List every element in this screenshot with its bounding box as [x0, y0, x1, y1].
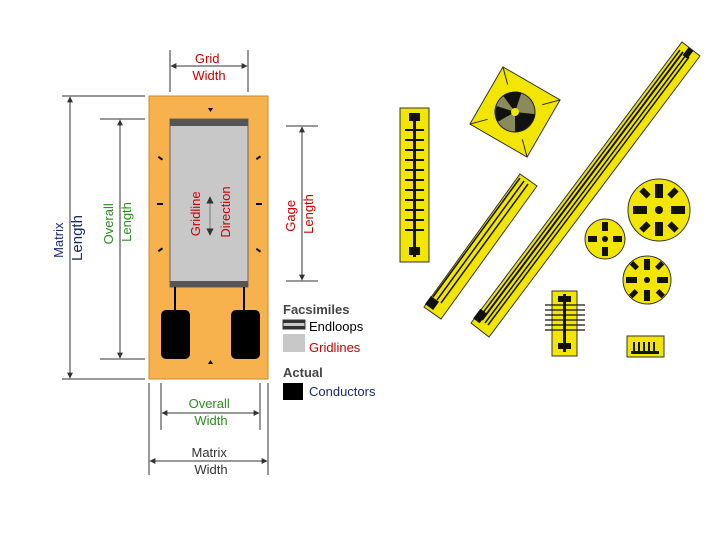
grid-width-dimension — [169, 50, 249, 92]
legend-facsimiles-title: Facsimiles — [283, 302, 350, 317]
bottom-endloop — [170, 281, 248, 287]
small-grid-gauge-icon — [545, 290, 585, 357]
overall-length-dimension — [100, 118, 145, 360]
legend-gridlines-label: Gridlines — [309, 340, 361, 355]
gage-length-label: Gage Length — [283, 194, 316, 234]
alignment-marks — [157, 108, 262, 364]
endloops-swatch — [282, 319, 306, 330]
gridlines-swatch — [283, 334, 305, 352]
conductors-swatch — [283, 383, 303, 400]
linear-gauge-icon — [399, 107, 430, 263]
grid-width-label: Grid Width — [192, 51, 225, 83]
left-solder-tab — [161, 310, 190, 359]
matrix-width-dimension — [148, 383, 269, 475]
overall-width-dimension — [160, 383, 261, 430]
gage-length-dimension — [286, 125, 318, 282]
gridline-area — [169, 118, 249, 288]
rosette-gauge-icon — [469, 66, 561, 158]
overall-length-label: Overall Length — [101, 200, 134, 245]
matrix-width-label: Matrix Width — [191, 445, 230, 477]
diagonal-gauge-icon — [423, 173, 538, 320]
legend-actual-title: Actual — [283, 365, 323, 380]
overall-width-label: Overall Width — [189, 396, 234, 428]
matrix-length-label: Matrix Length — [50, 215, 86, 261]
circular-rosette-gauge-icon — [622, 255, 672, 305]
matrix-length-dimension — [62, 95, 145, 380]
legend-conductors-label: Conductors — [309, 384, 376, 399]
top-endloop — [170, 119, 248, 126]
legend: Facsimiles Endloops Gridlines Actual Con… — [282, 302, 376, 400]
right-solder-tab — [231, 310, 260, 359]
circular-rosette-gauge-icon — [627, 178, 691, 242]
small-grid-gauge-icon — [626, 335, 665, 358]
legend-endloops-label: Endloops — [309, 319, 364, 334]
long-diagonal-gauge-icon — [470, 41, 701, 338]
circular-rosette-gauge-icon — [584, 218, 626, 260]
gridline-direction-label: Gridline Direction — [188, 186, 233, 237]
